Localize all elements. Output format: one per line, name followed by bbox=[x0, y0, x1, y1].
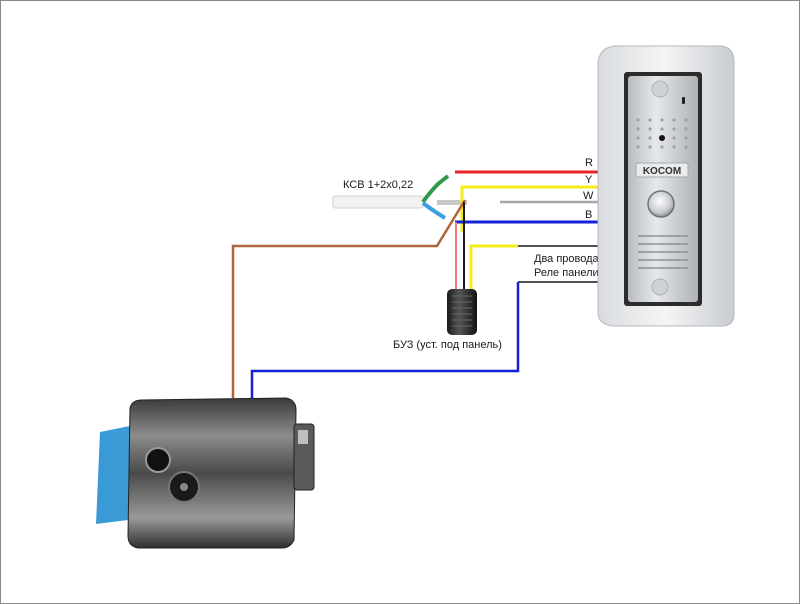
call-panel: KOCOM bbox=[597, 45, 735, 327]
lock-button-icon bbox=[145, 447, 171, 473]
buz-label: БУЗ (уст. под панель) bbox=[393, 339, 502, 351]
wire-blue-lock bbox=[250, 282, 520, 398]
wire-yellow-buz bbox=[469, 244, 518, 290]
wire-label-w: W bbox=[583, 190, 594, 202]
buz-device bbox=[447, 289, 477, 335]
call-button[interactable] bbox=[647, 190, 675, 218]
wire-label-b: B bbox=[585, 209, 592, 221]
wire-yellow bbox=[460, 185, 625, 232]
cable-label: КСВ 1+2х0,22 bbox=[343, 179, 413, 191]
wire-label-r: R bbox=[585, 157, 593, 169]
screw-cover-icon bbox=[651, 278, 669, 296]
wire-brown bbox=[231, 199, 467, 398]
relay-label-2: Реле панели bbox=[534, 267, 599, 279]
white-core bbox=[437, 200, 467, 205]
lock-latch bbox=[96, 426, 130, 524]
green-core bbox=[421, 174, 450, 204]
cable-ksv bbox=[332, 174, 467, 220]
speaker-grille bbox=[638, 235, 688, 269]
electric-lock bbox=[96, 397, 315, 549]
microphone-grille bbox=[636, 118, 688, 149]
indicator-led bbox=[682, 97, 685, 104]
wire-label-y: Y bbox=[585, 174, 593, 186]
relay-label-1: Два провода bbox=[534, 253, 600, 265]
panel-brand-logo: KOCOM bbox=[643, 166, 681, 177]
lightblue-core bbox=[421, 201, 447, 220]
camera-cover-icon bbox=[651, 80, 669, 98]
